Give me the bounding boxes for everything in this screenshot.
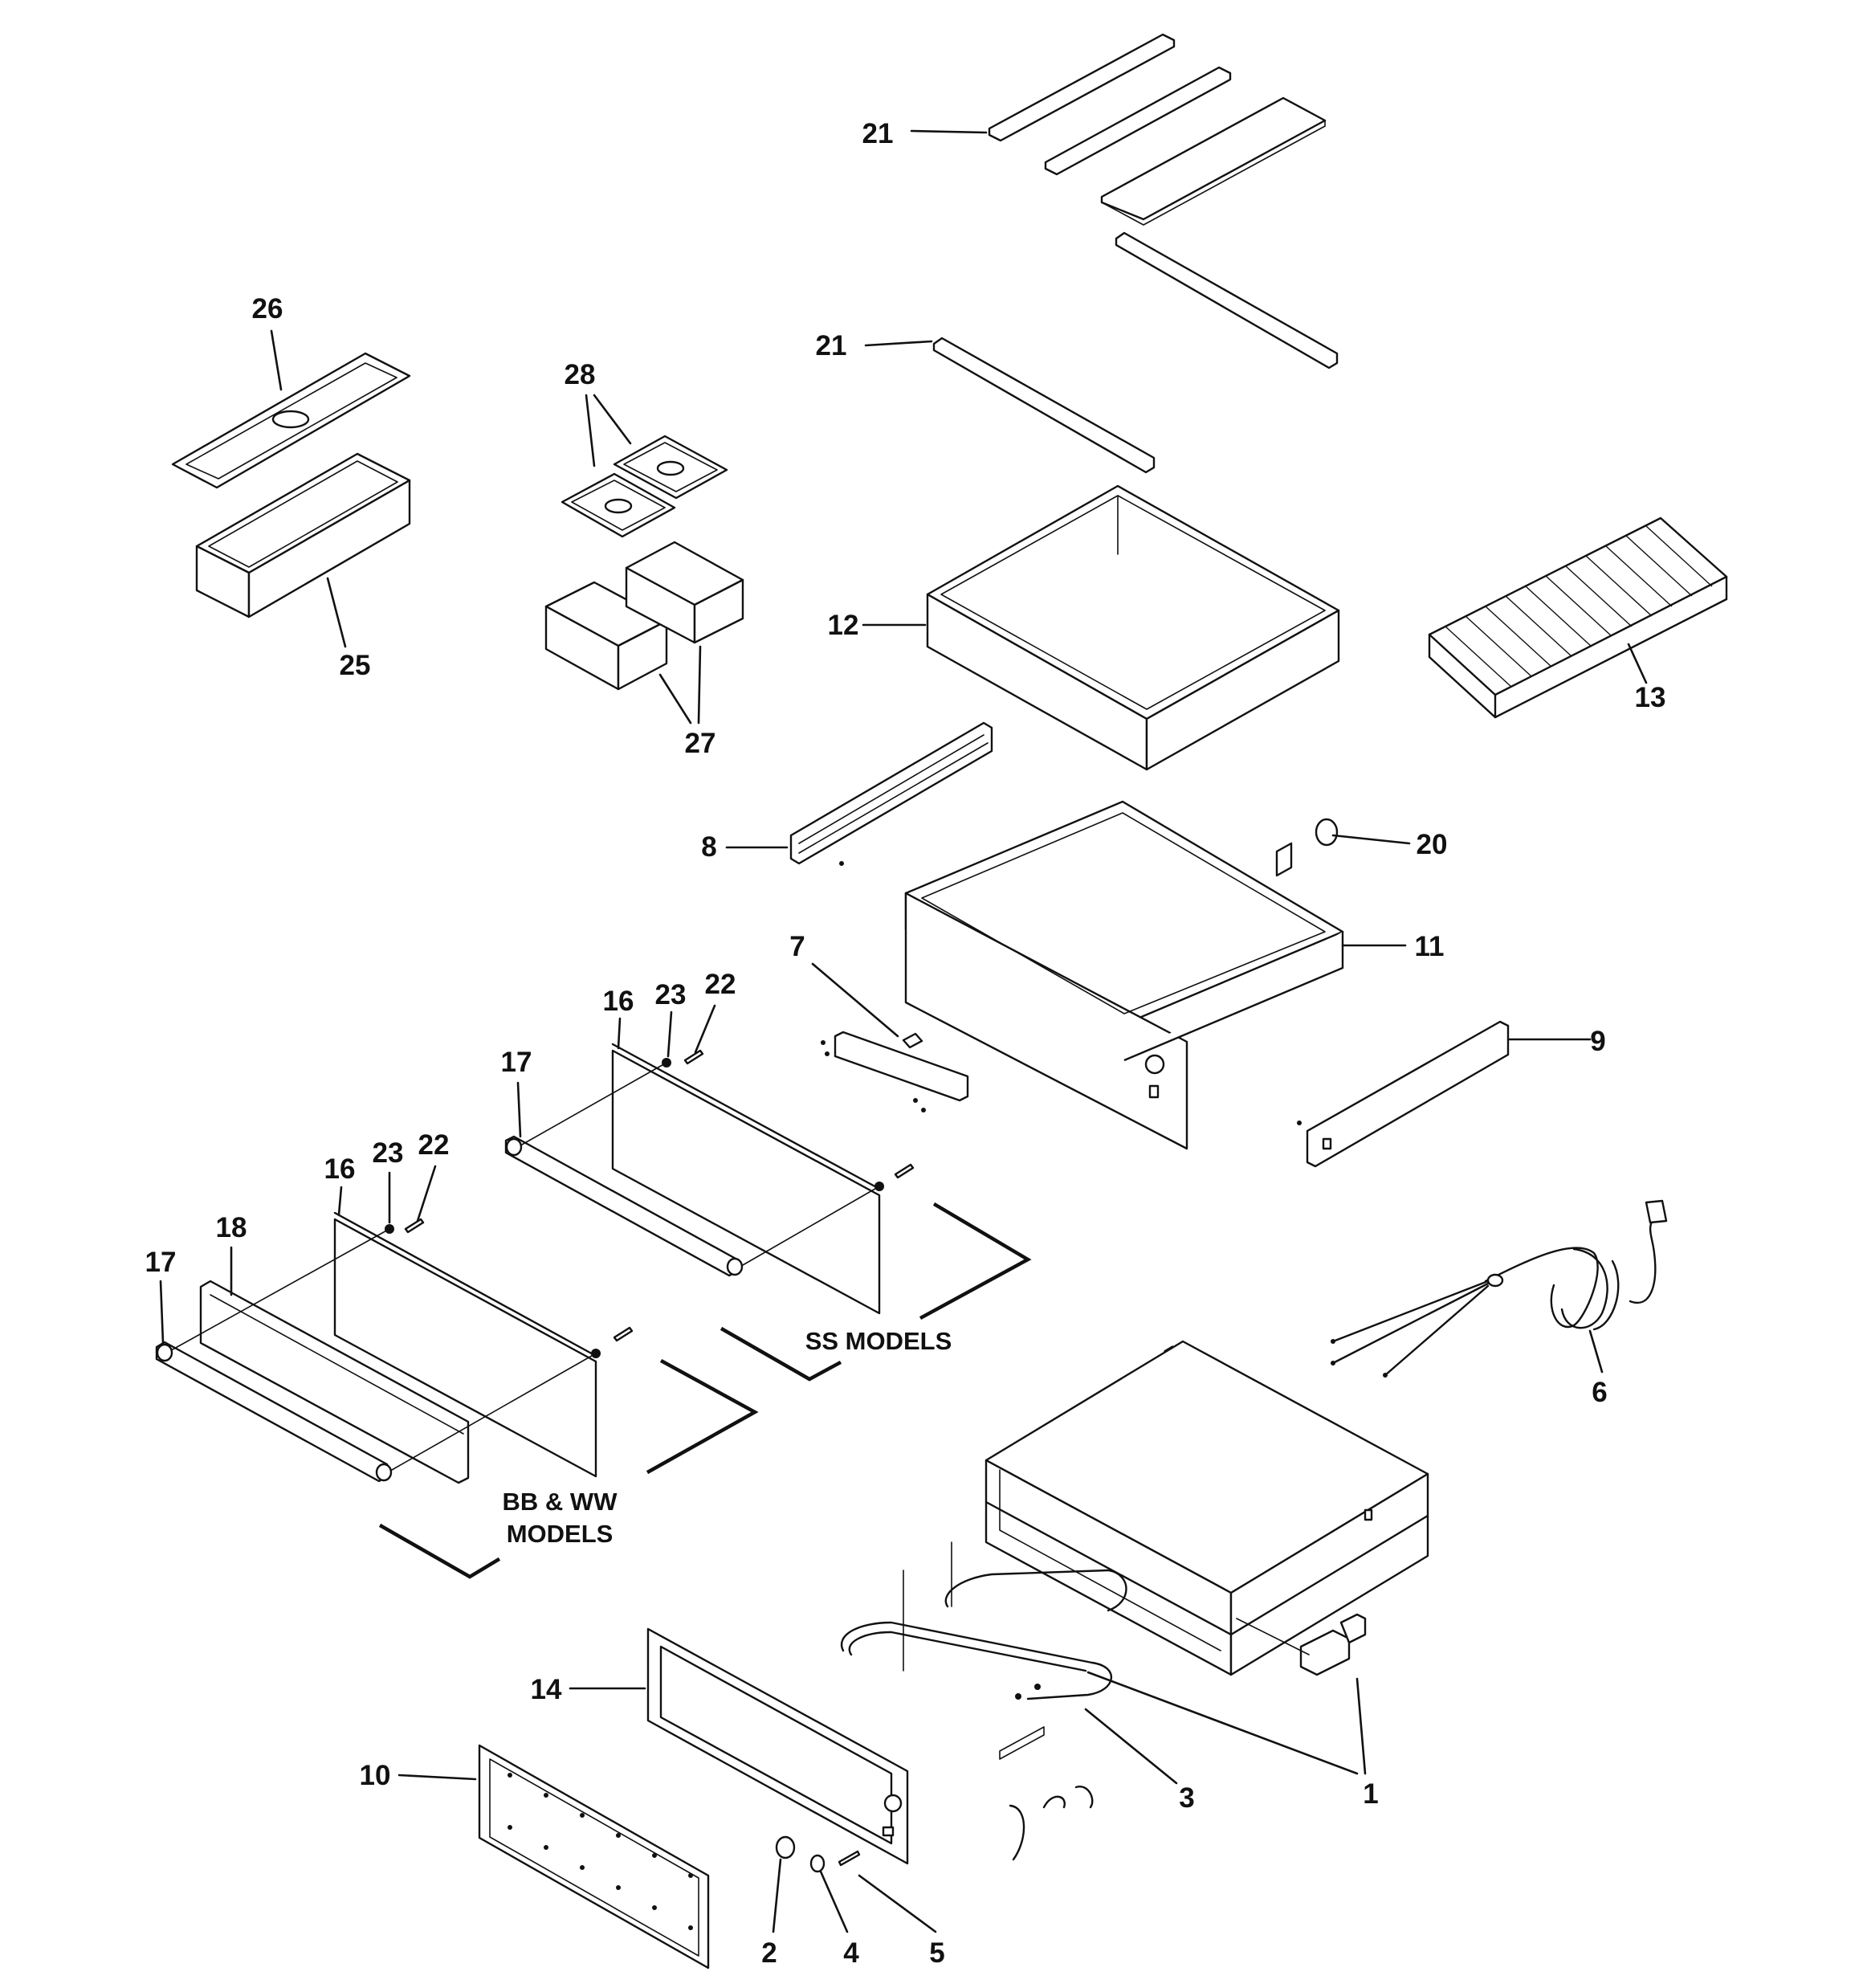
part-13-wire-rack — [1428, 516, 1728, 719]
callout-28: 28 — [565, 359, 596, 390]
callout-13: 13 — [1635, 682, 1666, 713]
callout-16-left: 16 — [324, 1153, 356, 1185]
callout-4: 4 — [843, 1937, 859, 1969]
wire-harness — [1009, 1786, 1094, 1861]
caption-bb-ww-line1: BB & WW — [503, 1488, 618, 1516]
housing — [984, 1340, 1429, 1676]
callout-3: 3 — [1179, 1782, 1194, 1814]
callout-27: 27 — [685, 728, 716, 759]
part-28-small-lids — [561, 394, 728, 538]
part-1-thermostat — [1086, 1613, 1367, 1775]
callout-10: 10 — [360, 1760, 391, 1791]
caption-bb-ww-line2: MODELS — [507, 1520, 614, 1548]
callout-26: 26 — [252, 293, 283, 325]
ss-front-panel-group — [504, 1004, 915, 1315]
callout-22-right: 22 — [705, 969, 736, 1000]
callout-21-lower: 21 — [816, 330, 847, 361]
parts-2-4-5-small — [772, 1835, 937, 1933]
callout-18: 18 — [216, 1212, 247, 1243]
callout-16-right: 16 — [603, 986, 634, 1017]
part-3-heating-element — [840, 1541, 1178, 1785]
callout-17-left: 17 — [145, 1247, 177, 1278]
callout-9: 9 — [1590, 1026, 1605, 1057]
callout-1: 1 — [1363, 1778, 1378, 1810]
part-11-drawer-frame — [904, 800, 1407, 1150]
bb-ww-front-panel-group — [155, 1165, 634, 1484]
callout-8: 8 — [701, 831, 716, 863]
callout-6: 6 — [1592, 1377, 1607, 1408]
part-8-slide-rail — [725, 721, 993, 866]
caption-ss-models: SS MODELS — [805, 1327, 952, 1355]
callout-22-left: 22 — [418, 1129, 450, 1161]
part-10-control-panel — [397, 1744, 710, 1970]
callout-17-right: 17 — [501, 1047, 532, 1078]
model-brackets — [378, 1202, 1032, 1579]
part-25-deep-pan — [195, 452, 411, 648]
callout-5: 5 — [929, 1937, 944, 1969]
callout-7: 7 — [789, 931, 805, 962]
callout-12: 12 — [828, 610, 859, 641]
model-captions: SS MODELS BB & WW MODELS — [503, 1327, 952, 1548]
callout-23-right: 23 — [655, 979, 687, 1010]
callout-23-left: 23 — [373, 1137, 404, 1169]
part-27-small-pans — [544, 541, 744, 725]
part-14-front-frame — [569, 1627, 909, 1865]
callout-labels: 21 21 26 25 28 27 12 13 8 20 7 11 9 16 2… — [145, 118, 1666, 1969]
part-20-knob-plate — [1275, 818, 1411, 877]
callout-21-top: 21 — [862, 118, 894, 149]
part-21-rails — [864, 33, 1339, 474]
callout-14: 14 — [531, 1674, 562, 1705]
part-12-drawer-liner — [862, 484, 1340, 771]
callout-2: 2 — [761, 1937, 777, 1969]
part-6-power-cord — [1331, 1199, 1668, 1378]
callout-25: 25 — [340, 650, 371, 681]
part-7-bracket — [811, 962, 969, 1112]
callout-11: 11 — [1415, 931, 1445, 962]
callout-20: 20 — [1417, 829, 1448, 860]
part-9-side-rail — [1297, 1020, 1592, 1168]
part-26-pan-lid — [171, 329, 411, 489]
